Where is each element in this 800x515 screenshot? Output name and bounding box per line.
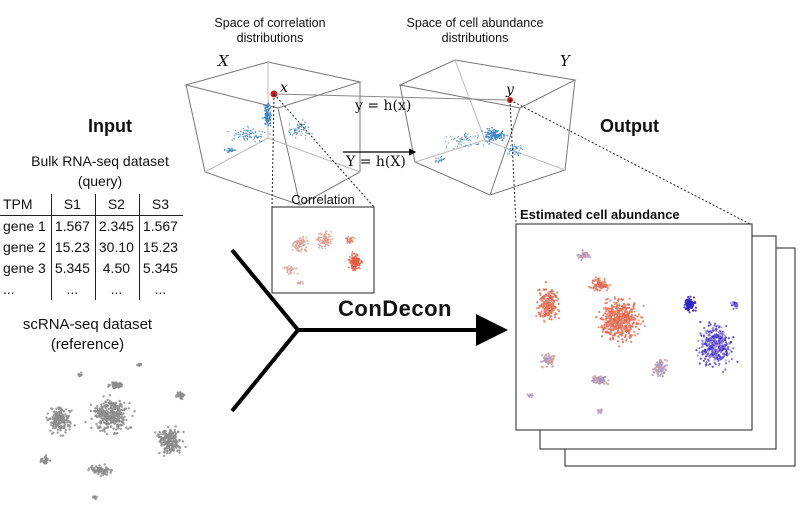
tpm-cell: 5.345	[50, 258, 96, 279]
tpm-cell: 30.10	[94, 237, 140, 258]
tpm-cell: ...	[138, 279, 183, 300]
condecon-arrow	[230, 248, 508, 413]
set-mapping-equation: Y = h(X)	[346, 154, 406, 170]
scrna-dataset-title: scRNA-seq dataset	[22, 316, 153, 333]
tpm-cell: gene 1	[3, 218, 46, 234]
tpm-cell: 15.23	[50, 237, 96, 258]
estimated-abundance-label: Estimated cell abundance	[520, 207, 680, 222]
tpm-cell: ...	[3, 281, 15, 297]
tpm-cell: ...	[94, 279, 140, 300]
tpm-cell: 15.23	[138, 237, 183, 258]
output-title: Output	[600, 116, 659, 136]
tpm-cell: gene 3	[3, 260, 46, 276]
tpm-header-cell: S2	[94, 194, 140, 216]
bulk-dataset-title: Bulk RNA-seq dataset	[31, 153, 169, 169]
axis-label-x: X	[218, 52, 229, 70]
estimated-abundance-tsne	[526, 249, 739, 415]
tpm-cell: 1.567	[50, 215, 96, 237]
abundance-space-cube	[398, 59, 577, 196]
abundance-space-scatter	[434, 126, 524, 164]
correlation-label: Correlation	[291, 192, 355, 207]
reference-tsne	[39, 362, 187, 501]
correlation-zoom-lines	[271, 93, 375, 208]
point-mapping-equation: y = h(x)	[355, 98, 412, 114]
tpm-cell: 2.345	[94, 215, 140, 237]
axis-label-y: Y	[560, 52, 570, 70]
tpm-cell: 4.50	[94, 258, 140, 279]
scrna-dataset-subtitle: (reference)	[50, 336, 125, 353]
method-label: ConDecon	[338, 296, 452, 321]
correlation-panel	[271, 206, 375, 294]
tpm-cell: 5.345	[138, 258, 183, 279]
tpm-cell: 1.567	[138, 215, 183, 237]
tpm-row: ............	[0, 279, 183, 300]
tpm-cell: ...	[50, 279, 96, 300]
point-label-y: y	[506, 82, 514, 98]
input-title: Input	[88, 116, 132, 136]
point-label-x: x	[280, 80, 288, 96]
tpm-header-cell: S1	[50, 194, 96, 216]
abundance-zoom-lines	[509, 99, 751, 225]
correlation-space-scatter	[223, 102, 313, 154]
point-mapping-line	[275, 93, 509, 101]
tpm-header-cell: TPM	[0, 194, 52, 216]
bulk-dataset-subtitle: (query)	[77, 173, 123, 189]
correlation-tsne	[282, 230, 364, 285]
tpm-header-cell: S3	[138, 194, 183, 216]
correlation-space-cube	[184, 61, 362, 206]
tpm-cell: gene 2	[3, 239, 46, 255]
